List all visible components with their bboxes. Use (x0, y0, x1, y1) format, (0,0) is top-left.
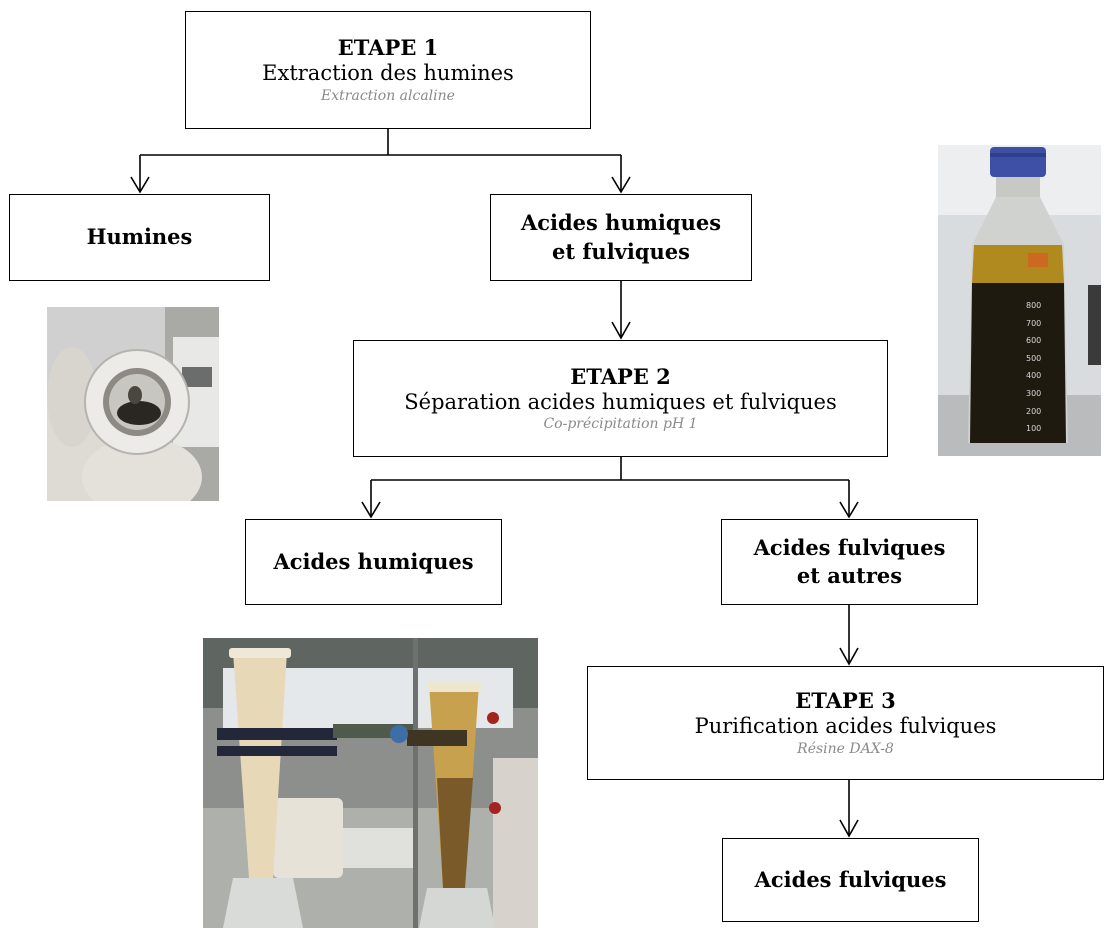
arrowhead-fulvic (839, 819, 859, 838)
arrowhead-humic-fulvic (611, 176, 631, 194)
step-2-title: ETAPE 2 (570, 363, 671, 389)
humic-label: Acides humiques (273, 548, 474, 574)
step-1-method: Extraction alcaline (321, 87, 455, 104)
arrowhead-step3 (839, 647, 859, 666)
step-2-box: ETAPE 2 Séparation acides humiques et fu… (353, 340, 888, 457)
humines-label: Humines (86, 224, 193, 250)
bottle-graduations: 800 700 600 500 400 300 200 100 (1026, 297, 1056, 438)
humic-box: Acides humiques (245, 519, 502, 605)
bottle-photo: 800 700 600 500 400 300 200 100 (938, 145, 1101, 456)
arrowhead-step2 (611, 321, 631, 340)
graduation-label: 300 (1026, 388, 1042, 398)
humines-photo (47, 307, 219, 501)
graduation-label: 400 (1026, 371, 1042, 381)
fulvic-others-label-line1: Acides fulviques (753, 534, 946, 560)
graduation-label: 200 (1026, 406, 1042, 416)
step-1-box: ETAPE 1 Extraction des humines Extractio… (185, 11, 591, 129)
fulvic-others-label-line2: et autres (796, 563, 903, 588)
step-1-title: ETAPE 1 (337, 35, 439, 61)
step-2-description: Séparation acides humiques et fulviques (404, 389, 837, 414)
fulvic-label: Acides fulviques (754, 866, 947, 892)
step-1-description: Extraction des humines (262, 61, 514, 86)
humic-fulvic-label-line2: et fulviques (552, 238, 690, 264)
graduation-label: 700 (1026, 318, 1042, 328)
humines-box: Humines (9, 194, 270, 281)
graduation-label: 500 (1026, 353, 1042, 363)
arrowhead-fulvic-others (839, 501, 859, 519)
arrowhead-humic (361, 501, 381, 519)
step-3-description: Purification acides fulviques (694, 714, 997, 739)
humic-fulvic-label-line1: Acides humiques (520, 210, 722, 236)
step-3-title: ETAPE 3 (795, 688, 896, 714)
fulvic-box: Acides fulviques (722, 838, 979, 922)
graduation-label: 600 (1026, 336, 1042, 346)
graduation-label: 800 (1026, 301, 1042, 310)
column-photo (203, 638, 538, 928)
arrowhead-humines (130, 176, 150, 194)
step-3-box: ETAPE 3 Purification acides fulviques Ré… (587, 666, 1104, 780)
graduation-label: 100 (1026, 424, 1042, 434)
step-2-method: Co-précipitation pH 1 (543, 416, 698, 433)
step-3-method: Résine DAX-8 (797, 740, 894, 757)
humic-fulvic-box: Acides humiques et fulviques (490, 194, 752, 281)
fulvic-others-box: Acides fulviques et autres (721, 519, 978, 605)
